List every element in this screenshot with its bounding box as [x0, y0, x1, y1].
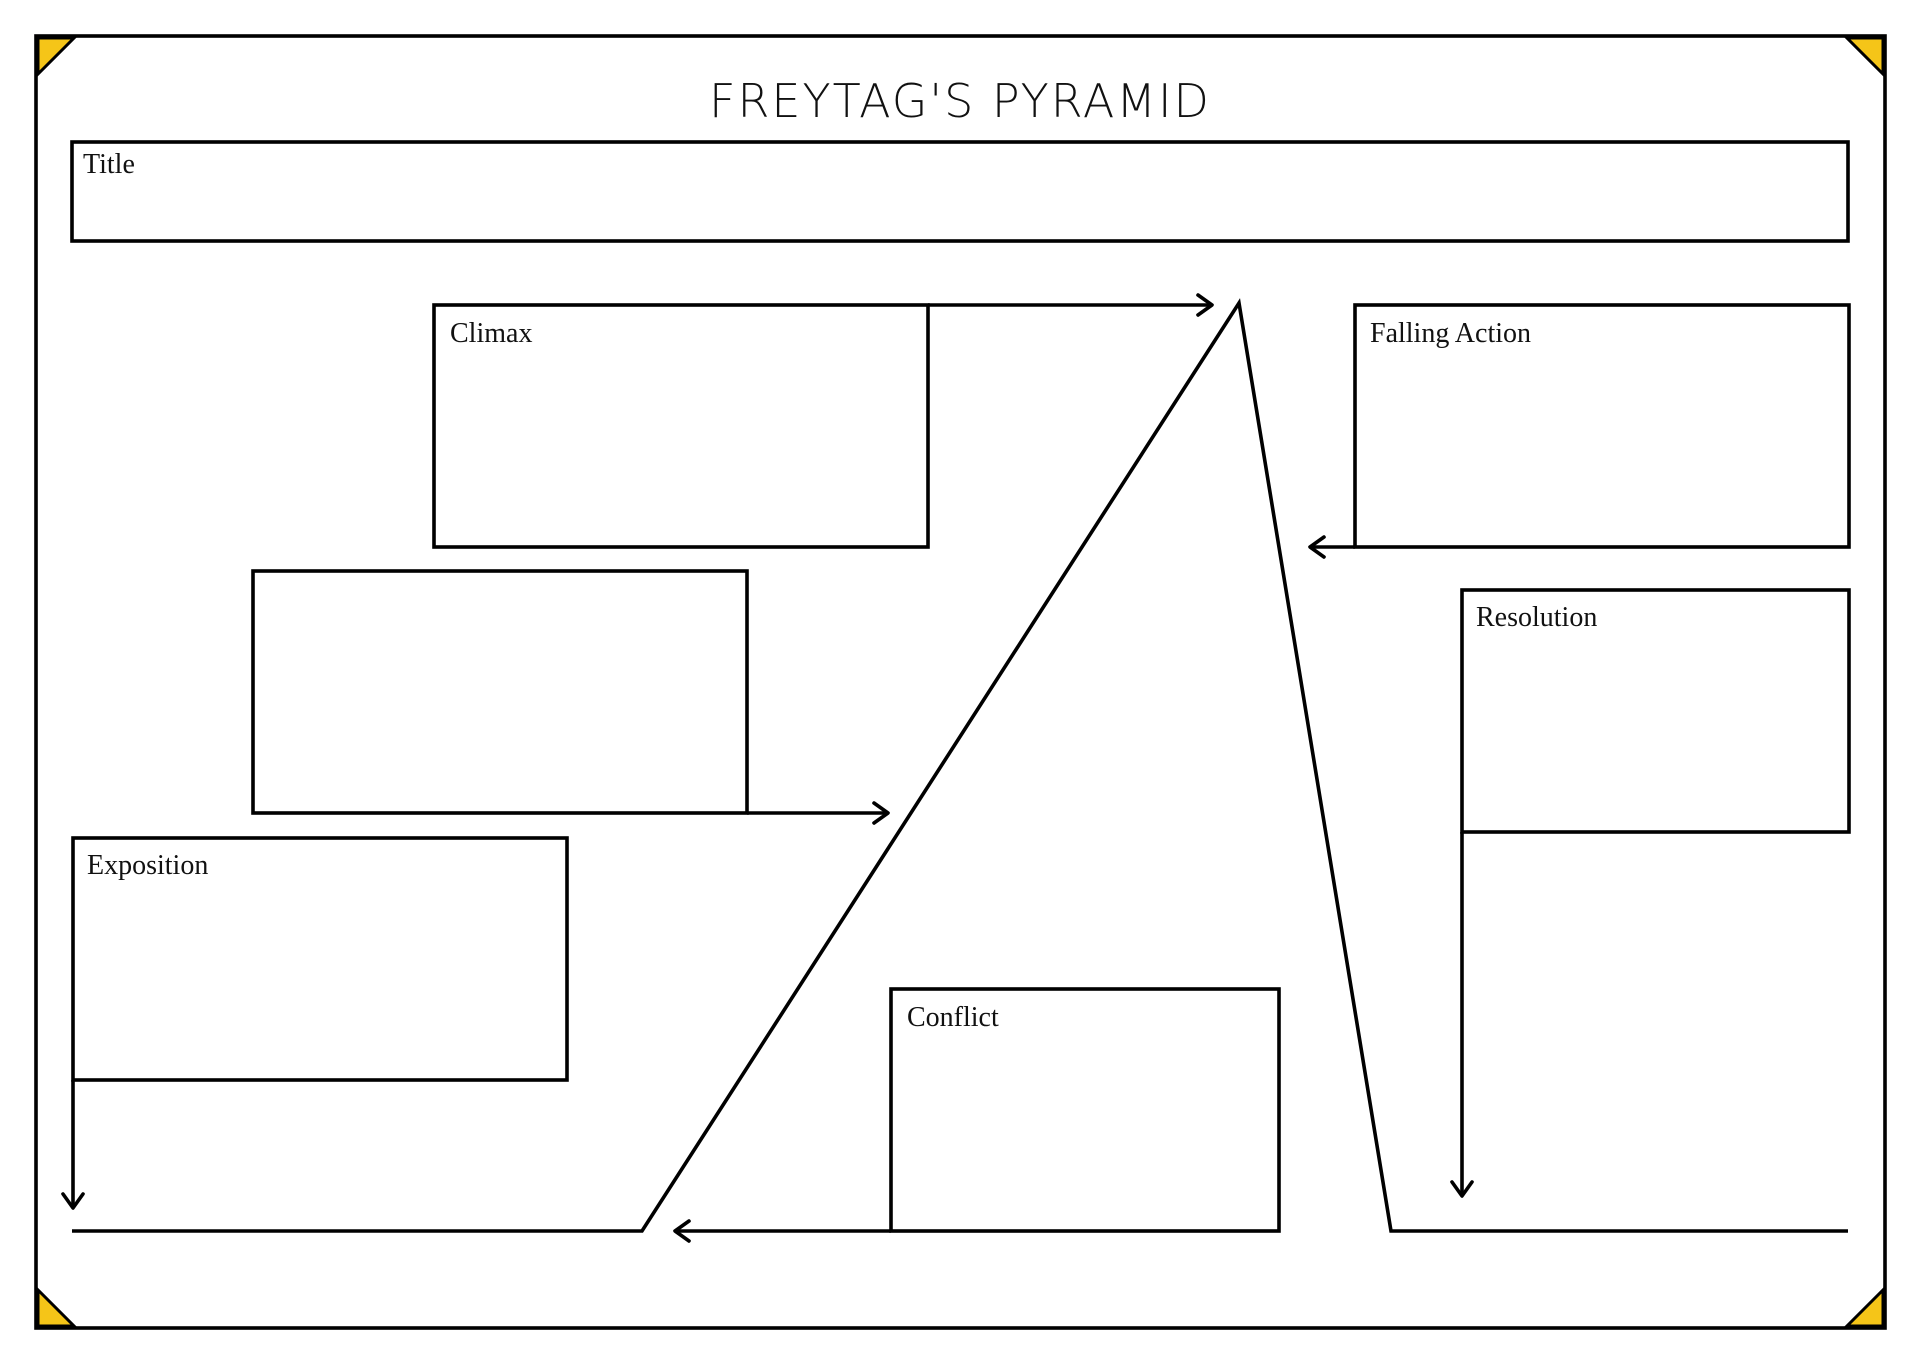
page-title: FREYTAG'S PYRAMID [709, 74, 1211, 128]
conflict-arrow-head [673, 1219, 691, 1243]
resolution-arrow-head [1450, 1180, 1474, 1198]
rising-action-arrow-head [872, 801, 890, 825]
exposition-box[interactable] [71, 836, 569, 1082]
exposition-box-label: Exposition [87, 850, 208, 881]
corner-accent-bottom-left [36, 1286, 78, 1328]
climax-arrow-head [1196, 293, 1214, 317]
climax-box[interactable] [432, 303, 930, 549]
resolution-box-label: Resolution [1476, 602, 1597, 633]
corner-accent-bottom-right [1843, 1286, 1885, 1328]
falling-action-arrow-head [1308, 535, 1326, 559]
resolution-box[interactable] [1460, 588, 1851, 834]
title-box-label: Title [83, 149, 135, 180]
conflict-box[interactable] [889, 987, 1281, 1233]
corner-accent-top-right [1843, 36, 1885, 78]
falling-action-box-label: Falling Action [1370, 318, 1531, 349]
rising-action-box[interactable] [251, 569, 749, 815]
falling-action-box[interactable] [1353, 303, 1851, 549]
conflict-box-label: Conflict [907, 1002, 999, 1033]
exposition-arrow-head [61, 1192, 85, 1210]
climax-box-label: Climax [450, 318, 532, 349]
pyramid-line [72, 298, 1848, 1233]
corner-accent-top-left [36, 36, 78, 78]
title-box[interactable] [70, 140, 1850, 243]
